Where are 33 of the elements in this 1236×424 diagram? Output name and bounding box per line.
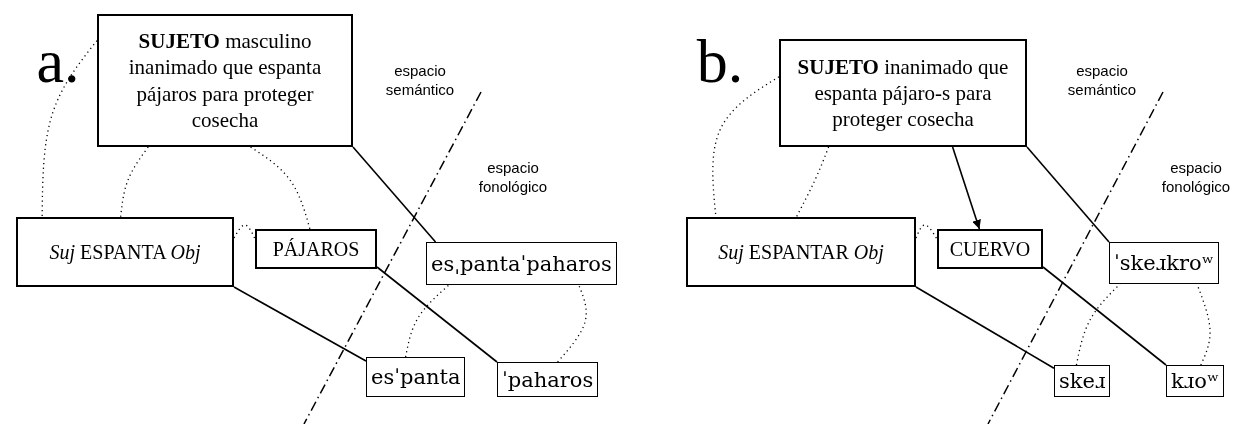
phonology-box: ˈpaharos — [497, 362, 599, 397]
connector-line — [915, 286, 1055, 369]
dotted-connector — [915, 224, 938, 240]
space-label: espacio semántico — [384, 61, 456, 99]
dotted-connector — [795, 146, 830, 218]
phonology-box: skeɹ — [1054, 365, 1111, 397]
concept-box: SUJETO masculino inanimado que espanta pájaros para proteger cosecha — [97, 14, 353, 147]
phonology-box: esˈpanta — [366, 357, 466, 397]
phonology-box: ˈskeɹkroʷ — [1109, 242, 1219, 284]
dotted-connector — [120, 146, 149, 218]
space-label: espacio fonológico — [1160, 158, 1232, 196]
connector-line — [352, 146, 437, 243]
concept-box: Suj ESPANTAR Obj — [686, 217, 916, 287]
phonology-box: kɹoʷ — [1166, 365, 1225, 397]
dotted-connector — [233, 224, 256, 240]
space-label: espacio semántico — [1066, 61, 1138, 99]
phonology-box: esˌpantaˈpaharos — [426, 242, 617, 285]
concept-box: PÁJAROS — [255, 229, 377, 269]
dotted-connector — [404, 284, 450, 358]
arrow — [951, 146, 981, 230]
concept-box: CUERVO — [937, 229, 1043, 269]
concept-box: Suj ESPANTA Obj — [16, 217, 234, 287]
connector-line — [233, 286, 367, 362]
dotted-connector — [249, 146, 311, 230]
dotted-connector — [41, 39, 98, 218]
connector-line — [1042, 266, 1167, 366]
concept-box: SUJETO inanimado que espanta pájaro-s para proteger cosecha — [779, 39, 1027, 147]
connector-line — [376, 266, 498, 363]
panel-letter: a. — [35, 30, 81, 92]
connector-line — [1026, 146, 1110, 243]
panel-letter: b. — [695, 30, 745, 92]
dotted-connector — [556, 284, 587, 363]
space-label: espacio fonológico — [477, 158, 549, 196]
